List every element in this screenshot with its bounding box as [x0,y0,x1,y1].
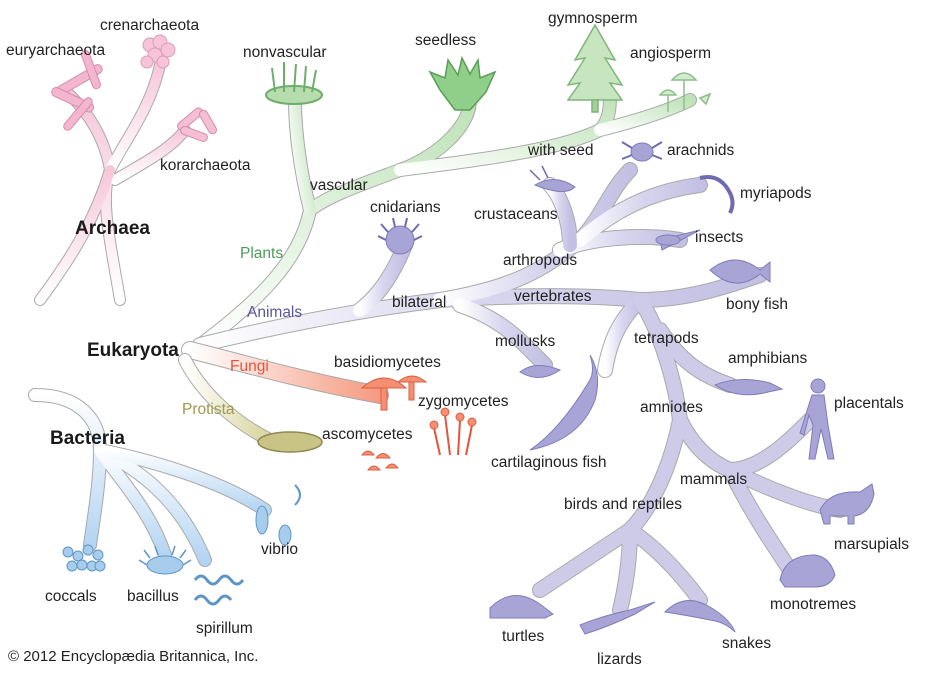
with-seed-label: with seed [527,142,593,159]
bacteria-illustrations [62,484,301,606]
gymnosperm-tree-illustration [566,23,624,113]
mollusk-illustration [519,365,562,378]
animals-branches [192,162,848,618]
crustaceans-label: crustaceans [474,206,558,223]
spirillum-label: spirillum [196,620,253,637]
mammals-label: mammals [680,471,747,488]
arachnid-illustration [621,141,663,162]
gymnosperm-label: gymnosperm [548,10,638,27]
seedless-fern-illustration [428,55,497,111]
turtle-illustration [489,595,554,619]
crustacean-illustration [529,165,576,192]
bilateral-label: bilateral [392,294,446,311]
domain-eukaryota-label: Eukaryota [87,340,179,361]
turtles-label: turtles [502,628,544,645]
euryarchaeota-label: euryarchaeota [6,42,105,59]
monotremes-label: monotremes [770,596,856,613]
bacillus-illustration [138,545,192,575]
coccals-label: coccals [45,588,97,605]
korarchaeota-illustration [177,107,217,142]
cartilaginous-fish-illustration [529,354,599,451]
archaea-branches [34,59,191,306]
arthropods-label: arthropods [503,252,577,269]
seedless-label: seedless [415,32,476,49]
bacillus-label: bacillus [127,588,179,605]
myriapods-label: myriapods [740,185,812,202]
coccal-illustration [62,544,106,572]
fungi-illustrations [360,375,477,471]
plants-branches [193,88,697,352]
nonvascular-label: nonvascular [243,44,327,61]
copyright-notice: © 2012 Encyclopædia Britannica, Inc. [8,648,259,665]
lizard-illustration [579,601,656,635]
bony-fish-label: bony fish [726,296,788,313]
amniotes-label: amniotes [640,399,703,416]
basidiomycete-mushroom-illustration [360,375,428,411]
amphibians-label: amphibians [728,350,808,367]
ascomycete-illustration [360,450,400,471]
snake-illustration [663,600,736,633]
mollusks-label: mollusks [495,333,556,350]
amphibian-illustration [713,379,784,396]
diagram-labels: Archaea Eukaryota Bacteria Plants Animal… [6,10,909,668]
animal-silhouettes [377,141,875,635]
cnidarian-illustration [377,217,423,255]
angiosperm-flower-illustration [658,72,712,112]
nonvascular-moss-illustration [265,62,323,105]
crenarchaeota-illustration [140,34,176,69]
lizards-label: lizards [597,651,642,668]
birds-and-reptiles-label: birds and reptiles [564,496,682,513]
snakes-label: snakes [722,635,771,652]
marsupial-illustration [819,483,875,525]
placental-human-illustration [799,378,835,460]
ascomycetes-label: ascomycetes [322,426,413,443]
group-plants-label: Plants [240,245,283,262]
placentals-label: placentals [834,395,904,412]
crenarchaeota-label: crenarchaeota [100,17,199,34]
zygomycete-illustration [429,407,477,456]
spirillum-illustration [193,574,245,606]
vibrio-label: vibrio [261,541,298,558]
cartilaginous-fish-label: cartilaginous fish [491,454,606,471]
fungi-branch [181,341,389,404]
protista-branch [178,353,277,447]
monotreme-illustration [779,554,836,588]
arachnids-label: arachnids [667,142,734,159]
vascular-label: vascular [310,177,368,194]
group-protista-label: Protista [182,401,235,418]
myriapod-illustration [699,175,735,214]
group-animals-label: Animals [247,304,302,321]
insects-label: insects [695,229,743,246]
marsupials-label: marsupials [834,536,909,553]
vibrio-illustration [255,484,301,546]
angiosperm-label: angiosperm [630,45,711,62]
protist-paramecium-illustration [257,431,323,453]
domain-archaea-label: Archaea [75,218,150,239]
basidiomycetes-label: basidiomycetes [334,354,441,371]
zygomycetes-label: zygomycetes [418,393,509,410]
cnidarians-label: cnidarians [370,199,441,216]
insect-illustration [655,229,701,251]
vertebrates-label: vertebrates [514,288,592,305]
group-fungi-label: Fungi [230,358,269,375]
euryarchaeota-illustration [51,50,103,131]
bacteria-branches [28,388,272,567]
domain-bacteria-label: Bacteria [50,428,125,449]
korarchaeota-label: korarchaeota [160,157,251,174]
tetrapods-label: tetrapods [634,330,699,347]
bony-fish-illustration [709,259,771,284]
